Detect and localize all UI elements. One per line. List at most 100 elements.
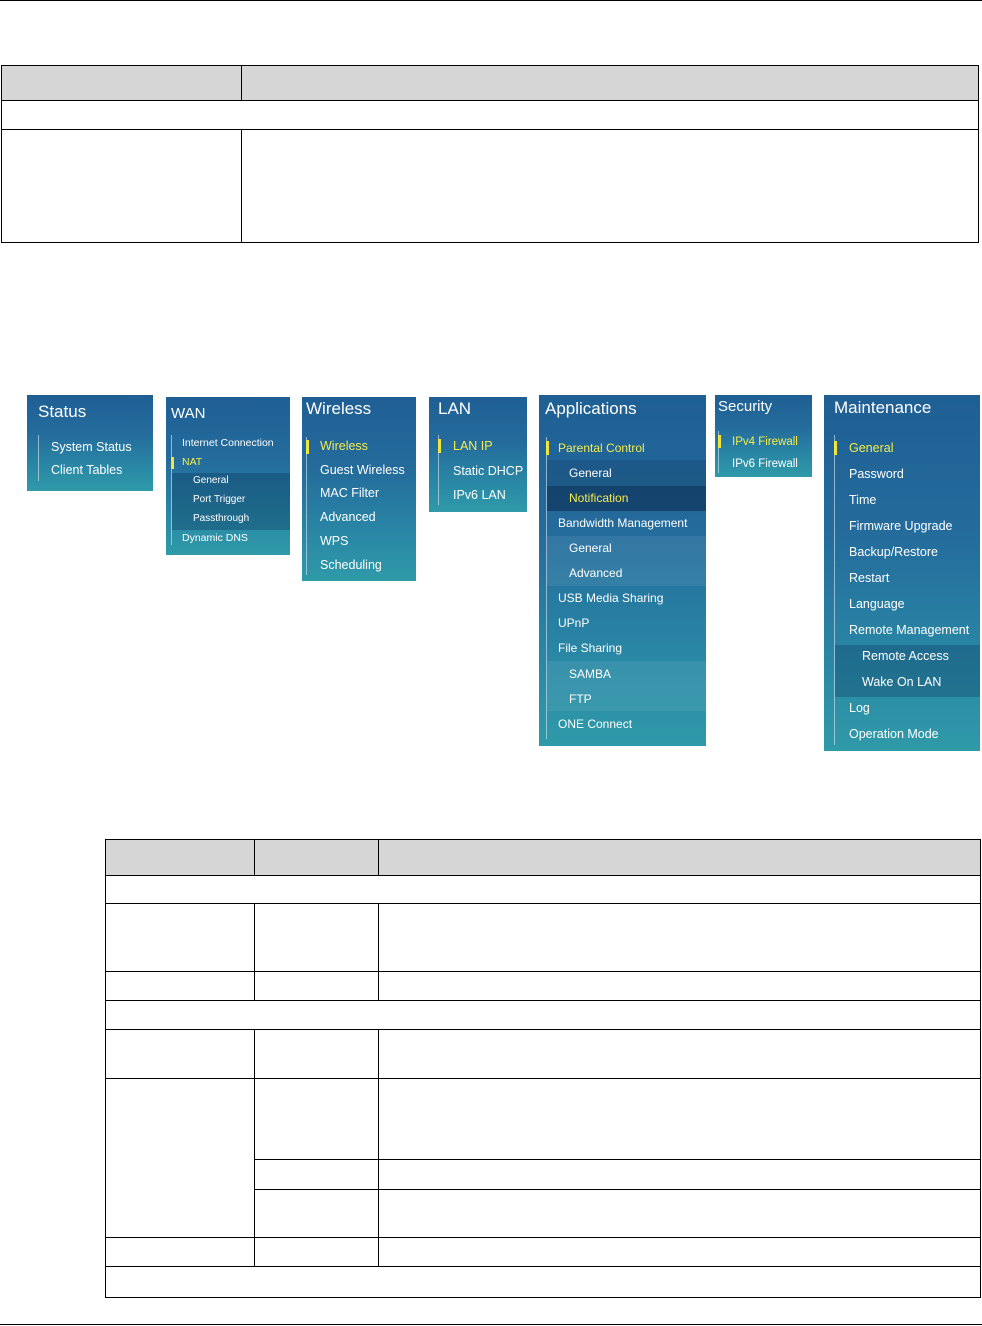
lan-menu: LAN LAN IP Static DHCP IPv6 LAN [429,397,527,512]
menu-title: Security [718,398,773,415]
menu-subitem[interactable]: General [569,466,612,480]
menu-subitem[interactable]: SAMBA [569,667,612,681]
menu-item[interactable]: USB Media Sharing [558,591,664,605]
menu-item-active[interactable]: Parental Control [558,441,645,455]
menu-item[interactable]: File Sharing [558,641,623,655]
menu-item[interactable]: Restart [849,571,890,585]
menu-item[interactable]: Password [849,467,904,481]
status-menu: Status System Status Client Tables [27,395,153,491]
menu-item[interactable]: Advanced [320,510,376,524]
menu-item[interactable]: IPv6 Firewall [732,458,798,470]
table-bottom-rule [106,903,980,904]
menu-subitem[interactable]: FTP [569,692,592,706]
menu-rail [546,437,547,739]
selection-marker [306,440,309,454]
menu-item[interactable]: Bandwidth Management [558,516,688,530]
menu-item-active[interactable]: IPv4 Firewall [732,436,798,448]
menu-band [547,460,706,511]
table-top-col-divider [241,129,242,242]
menu-item[interactable]: Time [849,493,877,507]
table-bottom-col-divider [254,840,255,875]
table-top [1,65,979,243]
table-top-col-divider [241,66,242,100]
menu-item[interactable]: Operation Mode [849,727,939,741]
menu-item[interactable]: Firmware Upgrade [849,519,953,533]
menu-item[interactable]: IPv6 LAN [453,488,506,502]
menu-rail [306,437,307,575]
menu-subitem[interactable]: General [193,475,229,486]
table-top-rule [2,100,978,101]
selection-marker [546,441,549,455]
menu-band [835,645,980,697]
menu-item[interactable]: WPS [320,534,349,548]
menu-item-active[interactable]: General [849,441,894,455]
menu-band [172,473,290,530]
table-bottom-col-divider [254,903,255,1000]
menu-band [547,486,706,511]
menu-rail [171,435,172,545]
menu-item[interactable]: Remote Management [849,623,970,637]
table-bottom-rule [254,1159,980,1160]
menu-title: Wireless [306,399,372,418]
table-bottom [105,839,981,1298]
menu-item[interactable]: ONE Connect [558,717,633,731]
table-bottom-rule [106,1078,980,1079]
table-bottom-rule [106,971,980,972]
menu-item[interactable]: Scheduling [320,558,382,572]
menu-item-active[interactable]: LAN IP [453,439,493,453]
menu-band [547,536,706,586]
table-bottom-rule [106,1237,980,1238]
menu-subitem-active[interactable]: Notification [569,491,629,505]
menu-subitem[interactable]: Remote Access [862,649,949,663]
menu-item[interactable]: Language [849,597,905,611]
menu-subitem[interactable]: Advanced [569,566,623,580]
wan-menu: WAN Internet Connection NAT General Port… [166,397,290,555]
table-bottom-rule [106,875,980,876]
menu-item[interactable]: Dynamic DNS [182,532,248,544]
menu-rail [38,435,39,481]
menu-band [547,661,706,711]
menu-rail [834,435,835,745]
table-bottom-header [106,840,980,875]
menu-subitem[interactable]: Port Trigger [193,494,246,505]
table-bottom-col-divider [378,903,379,1000]
menu-rail [718,431,719,473]
menu-item[interactable]: Static DHCP [453,464,524,478]
security-menu: Security IPv4 Firewall IPv6 Firewall [715,395,812,477]
menu-item[interactable]: MAC Filter [320,486,380,500]
table-bottom-rule [106,1000,980,1001]
menu-title: WAN [171,405,206,422]
menu-subitem[interactable]: General [569,541,612,555]
menu-item[interactable]: Internet Connection [182,437,274,449]
table-top-header [2,66,978,100]
table-top-rule [2,129,978,130]
table-bottom-rule [106,1266,980,1267]
menu-title: Maintenance [834,398,932,417]
table-bottom-rule [254,1189,980,1190]
wireless-menu: Wireless Wireless Guest Wireless MAC Fil… [302,397,416,581]
menu-item[interactable]: Log [849,701,870,715]
table-bottom-col-divider [378,1029,379,1266]
table-bottom-rule [106,1029,980,1030]
menu-subitem[interactable]: Passthrough [193,513,250,524]
menu-item[interactable]: Guest Wireless [320,463,405,477]
table-bottom-col-divider [378,840,379,875]
menu-rail [438,435,439,505]
page-top-rule [0,0,982,1]
selection-marker [718,435,721,448]
applications-menu: Applications Parental Control General No… [539,395,706,746]
menu-item[interactable]: System Status [51,440,132,454]
menu-item-active[interactable]: NAT [182,456,203,468]
selection-marker [834,441,837,455]
table-bottom-col-divider [254,1029,255,1266]
menu-item[interactable]: Backup/Restore [849,545,938,559]
menu-item[interactable]: Client Tables [51,463,123,477]
menu-subitem[interactable]: Wake On LAN [862,675,942,689]
menu-item-active[interactable]: Wireless [320,439,368,453]
menu-item[interactable]: UPnP [558,616,590,630]
menu-title: Status [38,402,87,421]
menu-title: Applications [545,399,637,418]
maintenance-menu: Maintenance General Password Time Firmwa… [824,395,980,751]
selection-marker [438,439,441,453]
page-bottom-rule [0,1324,982,1325]
